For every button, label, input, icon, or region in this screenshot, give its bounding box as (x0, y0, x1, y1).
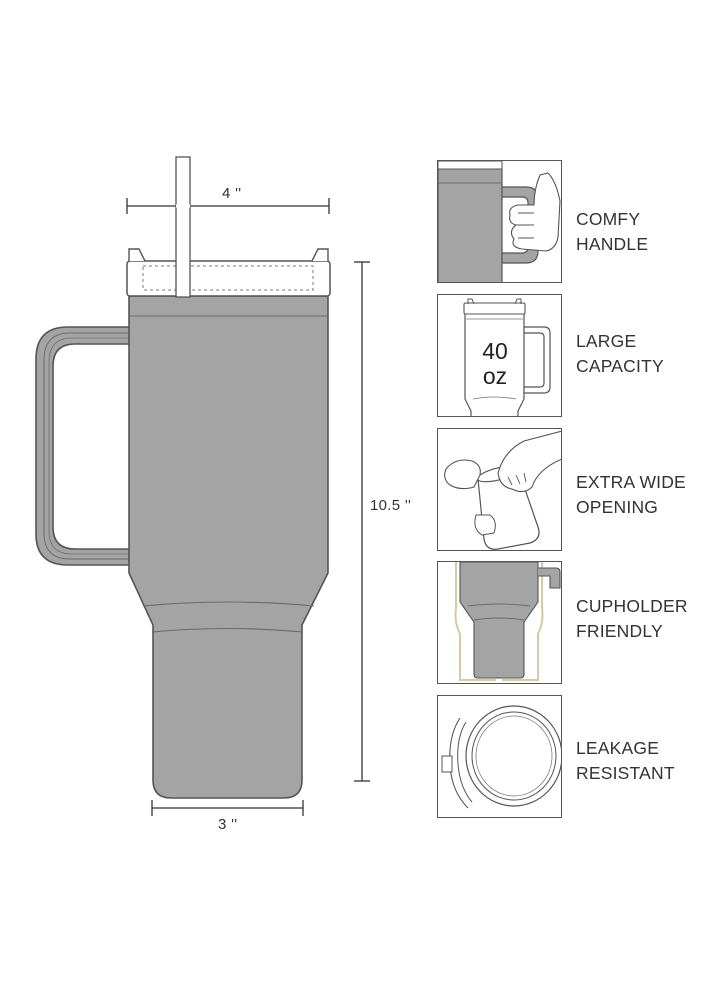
feature-label-line: COMFY (576, 209, 641, 229)
feature-panel-cupholder (437, 561, 562, 684)
height-dimension-line (354, 261, 370, 782)
feature-label-line: FRIENDLY (576, 621, 663, 641)
capacity-unit: oz (482, 363, 508, 389)
tumbler-body (128, 295, 329, 799)
feature-panel-capacity: 40 oz (437, 294, 562, 417)
feature-label-line: LEAKAGE (576, 738, 660, 758)
base-width-dimension-line (151, 800, 304, 816)
feature-label-cupholder: CUPHOLDER FRIENDLY (576, 594, 688, 644)
feature-label-line: CUPHOLDER (576, 596, 688, 616)
feature-label-capacity: LARGE CAPACITY (576, 329, 664, 379)
feature-label-line: CAPACITY (576, 356, 664, 376)
feature-label-line: LARGE (576, 331, 637, 351)
base-width-label: 3 '' (218, 816, 238, 833)
feature-label-handle: COMFY HANDLE (576, 207, 648, 257)
feature-label-line: HANDLE (576, 234, 649, 254)
feature-label-line: RESISTANT (576, 763, 675, 783)
lid-width-dimension-line (126, 198, 330, 214)
hand-gripping-handle-icon (438, 161, 561, 282)
lid-seal-icon (441, 705, 561, 809)
feature-label-opening: EXTRA WIDE OPENING (576, 470, 686, 520)
feature-label-line: OPENING (576, 497, 659, 517)
capacity-number: 40 (482, 338, 508, 364)
tumbler-handle (35, 326, 131, 566)
height-label: 10.5 '' (370, 497, 412, 514)
feature-panel-leakage (437, 695, 562, 818)
hand-in-opening-icon (444, 430, 561, 550)
feature-label-leakage: LEAKAGE RESISTANT (576, 736, 675, 786)
cupholder-tumbler-icon (454, 562, 561, 681)
feature-label-line: EXTRA WIDE (576, 472, 686, 492)
tumbler-straw (175, 156, 191, 298)
tumbler-capacity-icon (463, 298, 551, 416)
tumbler-lid (126, 248, 331, 297)
feature-panel-opening (437, 428, 562, 551)
feature-panel-handle (437, 160, 562, 283)
lid-width-label: 4 '' (222, 185, 242, 202)
